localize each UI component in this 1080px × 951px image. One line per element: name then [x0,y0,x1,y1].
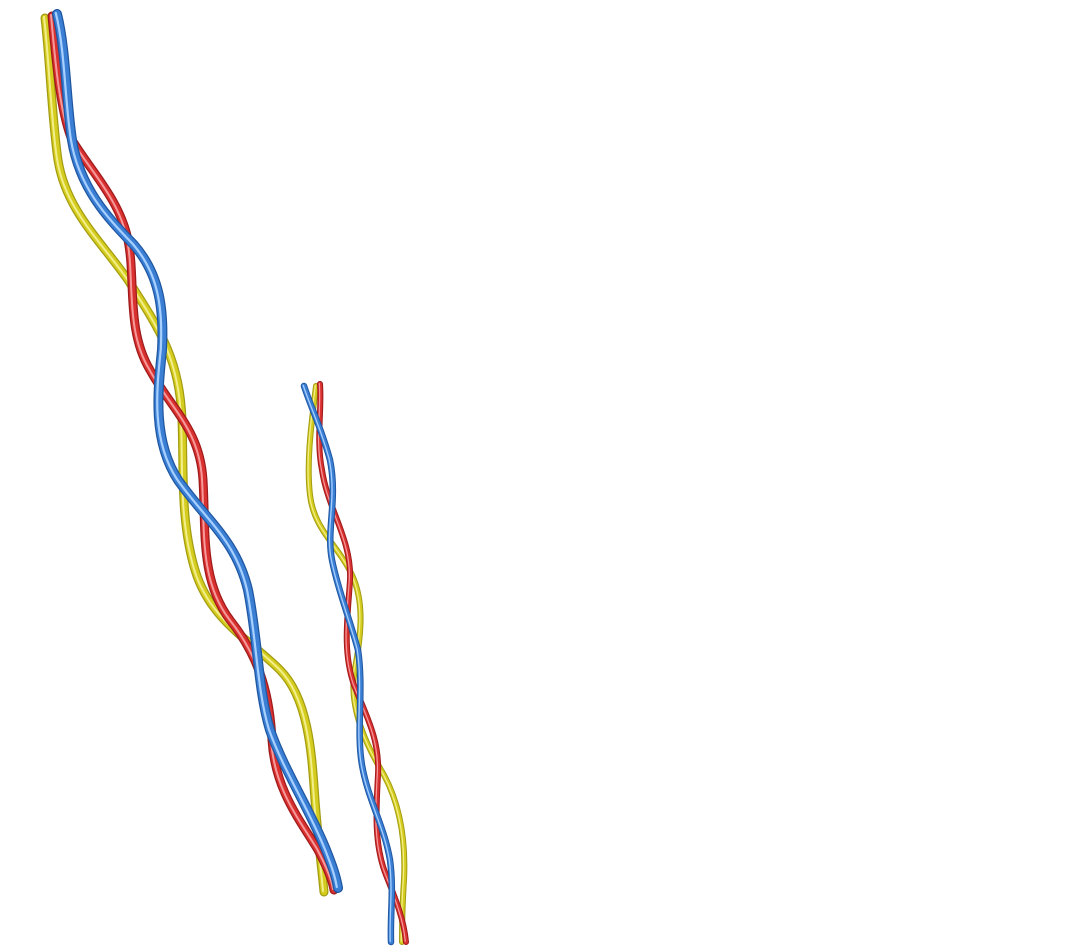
large-blue-wire [52,9,343,893]
large-red-wire [47,11,339,895]
small-red-wire [316,381,409,945]
small-blue-wire [300,382,396,946]
small-twisted-cable [300,381,409,946]
large-yellow-wire [40,13,329,897]
large-twisted-cable [40,9,343,897]
